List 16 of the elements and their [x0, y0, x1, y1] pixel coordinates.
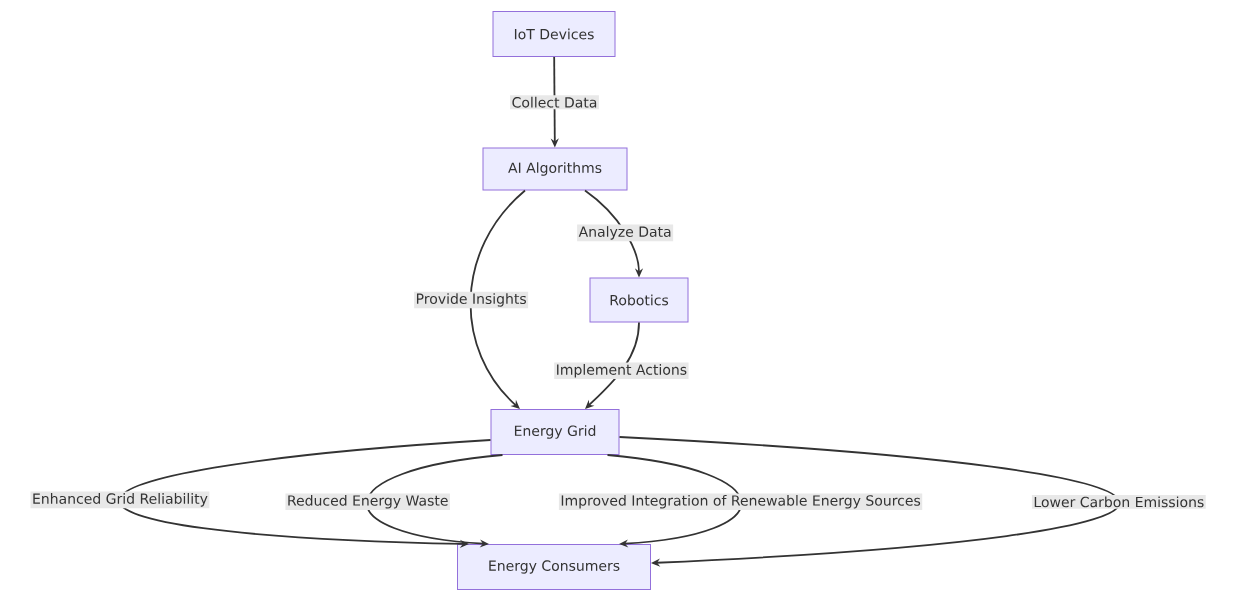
edge-label: Provide Insights — [414, 291, 529, 309]
edge-label: Reduced Energy Waste — [285, 493, 450, 511]
edge-label: Improved Integration of Renewable Energy Sources — [558, 493, 923, 511]
process-box: AI Algorithms — [482, 147, 628, 191]
process-box: IoT Devices — [492, 11, 616, 57]
arrow — [606, 454, 743, 548]
process-box: Energy Consumers — [457, 544, 651, 590]
process-box: Robotics — [589, 277, 689, 323]
edge-label: Collect Data — [510, 95, 599, 110]
edge-label: Implement Actions — [554, 362, 689, 380]
edge-label: Lower Carbon Emissions — [1031, 494, 1206, 509]
arrow — [585, 321, 640, 409]
edge-label: Analyze Data — [577, 224, 674, 242]
edge-label: Enhanced Grid Reliability — [30, 491, 210, 509]
arrow — [469, 189, 526, 409]
process-box: Energy Grid — [490, 409, 620, 455]
